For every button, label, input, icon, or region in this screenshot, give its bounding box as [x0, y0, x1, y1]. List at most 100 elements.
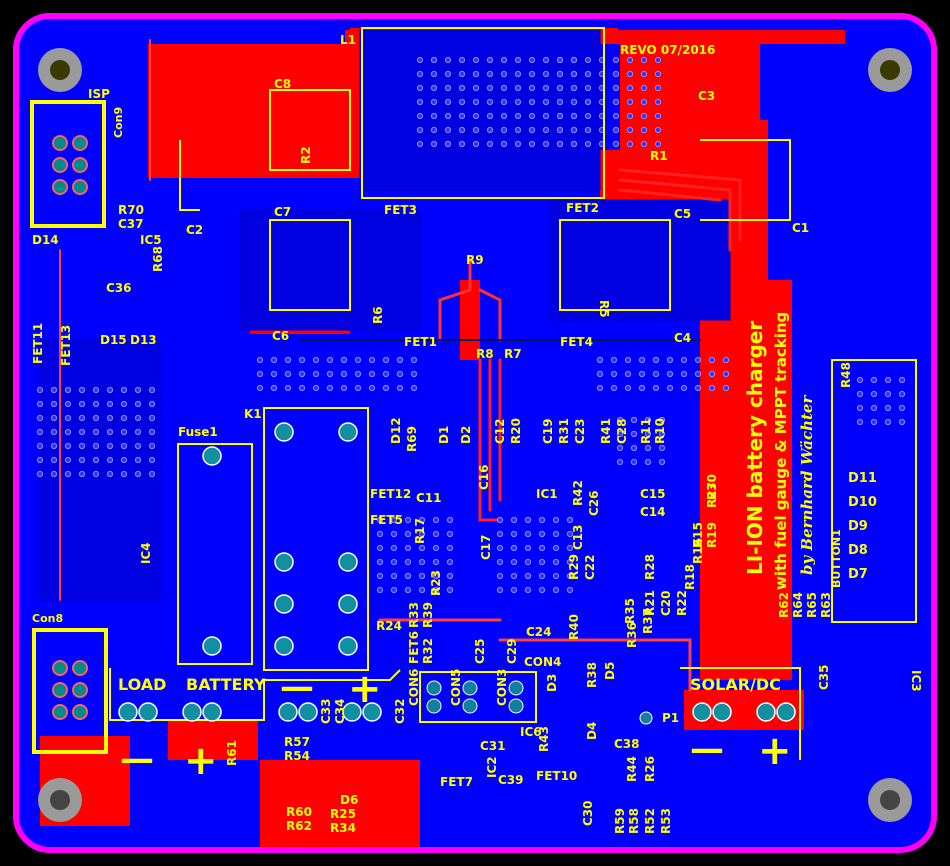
- designator-con6: CON6: [407, 669, 421, 706]
- led-label-d9: D9: [848, 519, 868, 534]
- designator-r68: R68: [151, 246, 165, 272]
- designator-con3: CON3: [495, 669, 509, 706]
- designator-ic4: IC4: [139, 542, 153, 564]
- designator-r9: R9: [466, 253, 484, 267]
- designator-c36: C36: [106, 281, 132, 295]
- designator-con4: CON4: [524, 655, 561, 669]
- designator-d6: D6: [340, 793, 358, 807]
- board-outline: [13, 13, 937, 853]
- board-title: LI-ION battery charger: [743, 321, 767, 575]
- designator-r1: R1: [650, 149, 668, 163]
- designator-c15: C15: [640, 487, 666, 501]
- designator-con5: CON5: [449, 669, 463, 706]
- designator-r8: R8: [476, 347, 494, 361]
- designator-c31: C31: [480, 739, 506, 753]
- con8-header-pads: [52, 660, 88, 720]
- designator-r31: R31: [557, 418, 571, 444]
- battery-plus-sign: +: [348, 666, 382, 712]
- designator-c23: C23: [573, 418, 587, 444]
- designator-r64: R64: [791, 592, 805, 618]
- designator-r10: R10: [653, 418, 667, 444]
- designator-r58: R58: [627, 808, 641, 834]
- designator-r6: R6: [371, 306, 385, 324]
- designator-c19: C19: [541, 418, 555, 444]
- via-field: [36, 56, 906, 594]
- designator-r41: R41: [599, 418, 613, 444]
- designator-c2: C2: [186, 223, 203, 237]
- designator-r43: R43: [537, 726, 551, 752]
- designator-r33: R33: [407, 602, 421, 628]
- designator-r34: R34: [330, 821, 356, 835]
- designator-c1: C1: [792, 221, 809, 235]
- designator-r59: R59: [613, 808, 627, 834]
- designator-ic2: IC2: [485, 756, 499, 778]
- designator-r30: R30: [705, 474, 719, 500]
- designator-r60: R60: [286, 805, 312, 819]
- designator-r19: R19: [705, 522, 719, 548]
- label-con9: Con9: [112, 107, 125, 138]
- designator-r48: R48: [839, 362, 853, 388]
- led-label-d10: D10: [848, 495, 877, 510]
- designator-c28: C28: [615, 418, 629, 444]
- load-minus-sign: —: [120, 739, 154, 779]
- designator-fet7: FET7: [440, 775, 473, 789]
- designator-r5: R5: [597, 300, 611, 318]
- designator-fet6: FET6: [407, 631, 421, 664]
- designator-r7: R7: [504, 347, 522, 361]
- designator-r35: R35: [623, 598, 637, 624]
- label-load: LOAD: [118, 675, 166, 694]
- designator-r24: R24: [376, 619, 402, 633]
- solar-minus-sign: —: [690, 729, 724, 769]
- designator-c5: C5: [674, 207, 691, 221]
- designator-c6: C6: [272, 329, 289, 343]
- label-button: BUTTON1: [830, 529, 843, 588]
- led-label-d11: D11: [848, 471, 877, 486]
- designator-c22: C22: [583, 554, 597, 580]
- designator-fet4: FET4: [560, 335, 593, 349]
- designator-r21: R21: [643, 590, 657, 616]
- terminal-pads: [118, 422, 796, 722]
- designator-c3: C3: [698, 89, 715, 103]
- board-author: by Bernhard Wächter: [798, 395, 816, 575]
- designator-d14: D14: [32, 233, 59, 247]
- pads: [52, 135, 796, 725]
- designator-r11: R11: [639, 418, 653, 444]
- designator-r54: R54: [284, 749, 310, 763]
- silkscreen-outlines: [30, 27, 917, 760]
- designator-k1: K1: [244, 407, 262, 421]
- designator-d12: D12: [389, 417, 403, 444]
- designator-ic5: IC5: [140, 233, 162, 247]
- designator-ic3: IC3: [909, 670, 923, 692]
- led-label-d8: D8: [848, 543, 868, 558]
- mounting-hole-tl: [38, 48, 82, 92]
- designator-fet12: FET12: [370, 487, 411, 501]
- led-label-d7: D7: [848, 567, 868, 582]
- designator-p1: P1: [662, 711, 679, 725]
- solar-plus-sign: +: [758, 728, 792, 774]
- designator-d1: D1: [437, 426, 451, 444]
- mounting-hole-br: [868, 778, 912, 822]
- designator-c25: C25: [473, 638, 487, 664]
- designator-c7: C7: [274, 205, 291, 219]
- designator-r27: R27: [705, 482, 719, 508]
- designator-r25: R25: [330, 807, 356, 821]
- designator-c17: C17: [479, 534, 493, 560]
- designator-fet13: FET13: [59, 325, 73, 366]
- designator-ic1: IC1: [536, 487, 558, 501]
- designator-c35: C35: [817, 664, 831, 690]
- designator-fet1: FET1: [404, 335, 437, 349]
- designator-r36: R36: [625, 622, 639, 648]
- designator-c20: C20: [659, 590, 673, 616]
- label-battery: BATTERY: [186, 675, 266, 694]
- designator-d13: D13: [130, 333, 157, 347]
- battery-minus-sign: —: [280, 667, 314, 707]
- designator-r22: R22: [675, 590, 689, 616]
- label-solar-dc: SOLAR/DC: [690, 675, 781, 694]
- board-subtitle: with fuel gauge & MPPT tracking: [772, 312, 790, 590]
- mounting-hole-tr: [868, 48, 912, 92]
- designator-d3: D3: [545, 674, 559, 692]
- designator-r26: R26: [643, 756, 657, 782]
